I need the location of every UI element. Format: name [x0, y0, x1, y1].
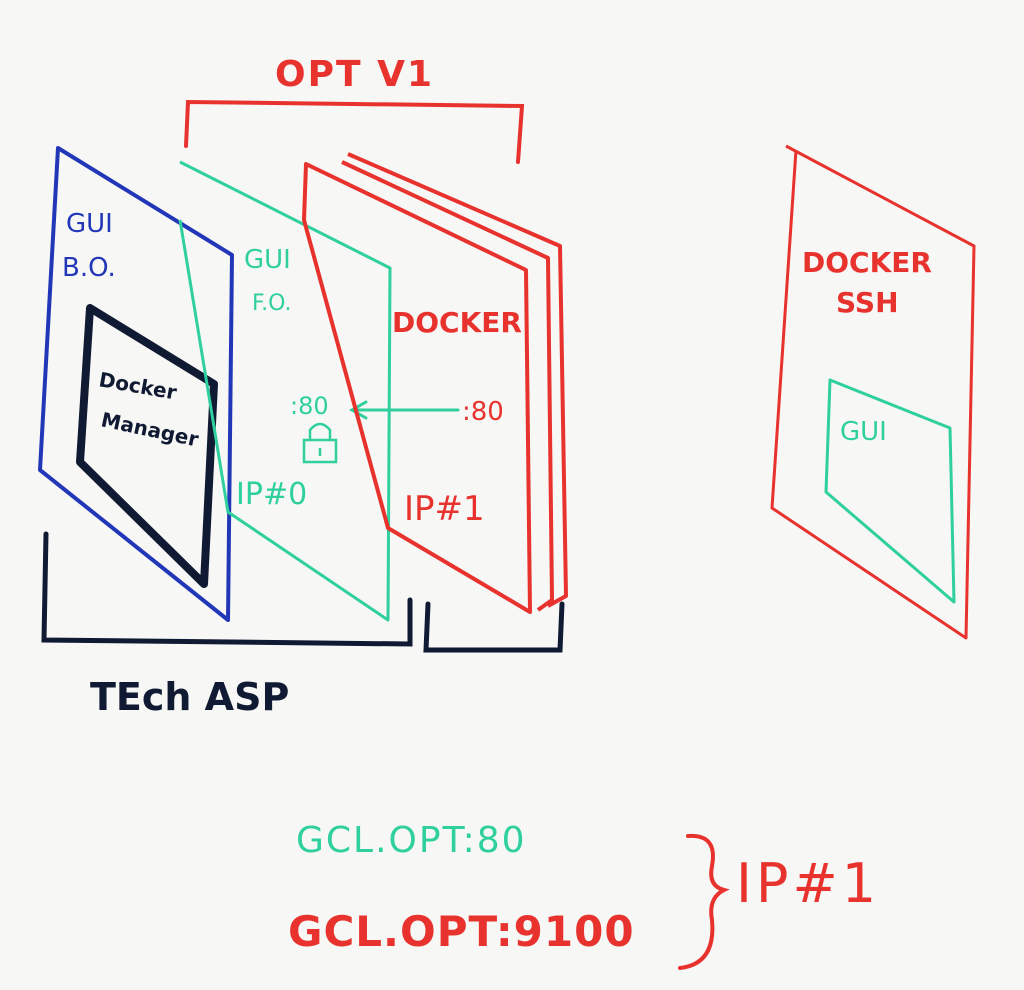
- docker-manager-label-line2: Manager: [99, 407, 201, 451]
- gui-fo-label-line2: F.O.: [252, 291, 292, 316]
- endpoint-green: GCL.OPT:80: [296, 820, 527, 861]
- lock-icon: [302, 422, 338, 464]
- gui-bo-label-line1: GUI: [66, 209, 113, 239]
- docker-manager-box: Docker Manager: [76, 304, 218, 588]
- endpoint-brace: [678, 833, 730, 970]
- tech-asp-label: TEch ASP: [90, 675, 289, 719]
- gui-fo-ip: IP#0: [236, 477, 307, 512]
- docker-ssh-gui-box: [824, 378, 956, 604]
- gui-fo-label-line1: GUI: [244, 245, 291, 275]
- endpoint-red: GCL.OPT:9100: [288, 907, 635, 956]
- docker-panel-ip: IP#1: [404, 489, 485, 529]
- opt-v1-bracket: [184, 99, 525, 164]
- gui-fo-panel: GUI F.O. :80 IP#0: [178, 160, 392, 622]
- endpoint-brace-label: IP#1: [736, 852, 880, 915]
- docker-ssh-label-line1: DOCKER: [802, 246, 932, 279]
- docker-ssh-panel: DOCKER SSH GUI: [770, 144, 976, 640]
- docker-ssh-gui-label: GUI: [840, 417, 887, 447]
- tech-asp-bracket: [41, 531, 565, 653]
- docker-panel-port: :80: [462, 397, 504, 427]
- port-mapping-arrow: [348, 400, 460, 420]
- gui-bo-panel: GUI B.O.: [38, 146, 234, 622]
- docker-panel-title: DOCKER: [392, 306, 522, 339]
- docker-ssh-label-line2: SSH: [836, 286, 899, 319]
- docker-manager-label-line1: Docker: [97, 367, 178, 404]
- docker-panel-stack: [302, 152, 568, 614]
- gui-bo-label-line2: B.O.: [62, 253, 116, 283]
- opt-v1-title: OPT V1: [275, 54, 434, 95]
- gui-fo-port: :80: [290, 392, 329, 420]
